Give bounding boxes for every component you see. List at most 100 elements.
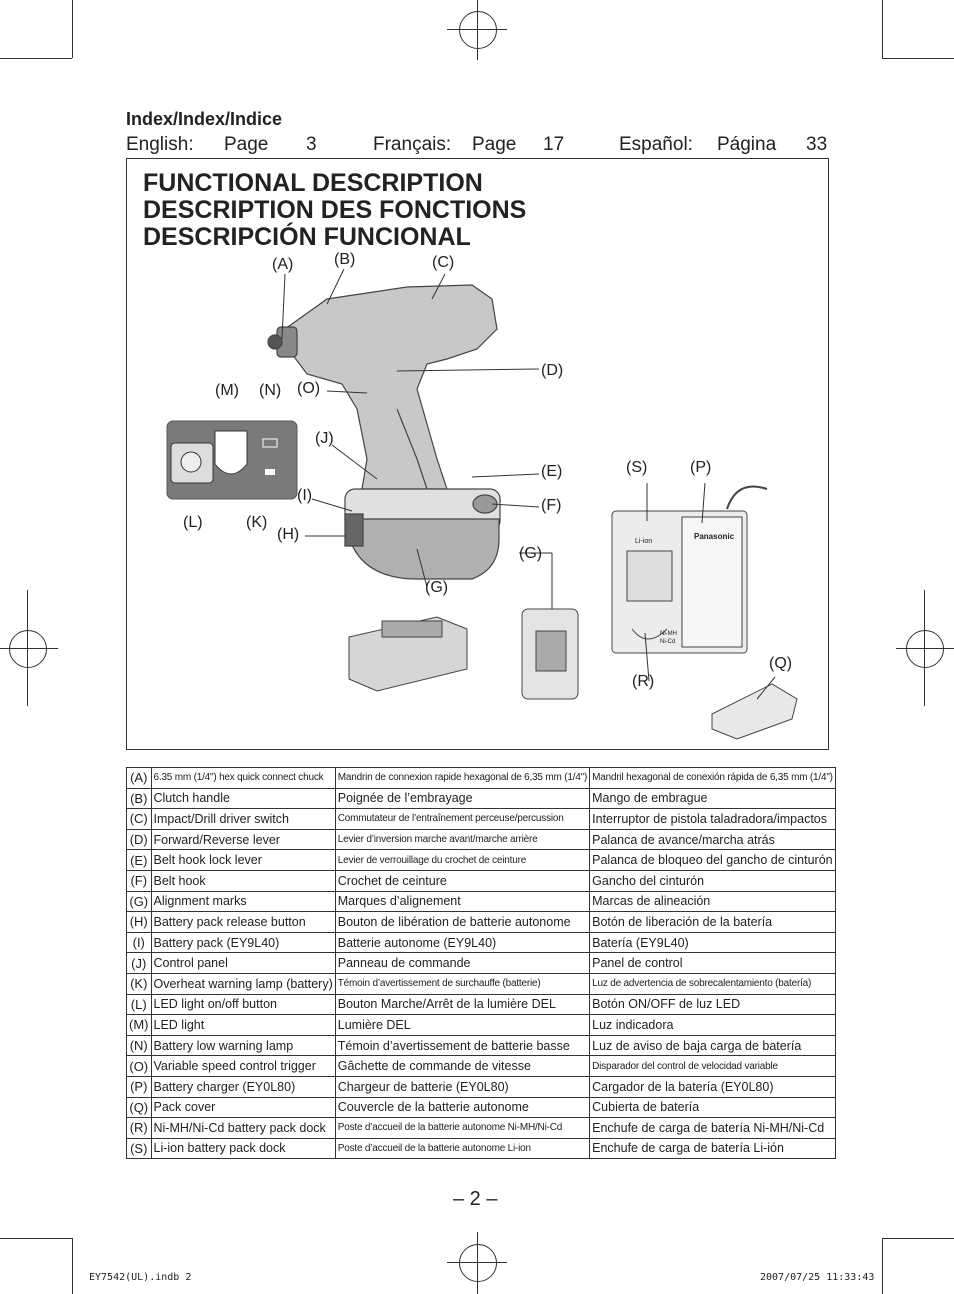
parts-table: (A)6.35 mm (1/4") hex quick connect chuc… <box>126 767 836 1160</box>
part-french-cell: Levier de verrouillage du crochet de cei… <box>334 849 591 871</box>
part-french-cell: Lumière DEL <box>334 1014 591 1036</box>
part-english-cell: Overheat warning lamp (battery) <box>150 972 336 995</box>
battery-charger-drawing <box>611 485 768 654</box>
functional-description-figure: Panasonic Li-ion Ni-MH Ni-Cd <box>126 158 829 750</box>
leader-lines <box>281 268 776 700</box>
crop-mark <box>882 1238 883 1294</box>
part-english-cell: Battery pack (EY9L40) <box>150 931 336 954</box>
part-spanish-cell: Mandril hexagonal de conexión rápida de … <box>589 767 836 789</box>
impact-driver-drawing <box>267 284 501 580</box>
part-key-cell: (G) <box>126 890 152 913</box>
registration-mark <box>459 11 497 49</box>
part-english-cell: Impact/Drill driver switch <box>150 808 336 830</box>
registration-mark <box>896 648 954 649</box>
crop-mark <box>72 0 73 58</box>
part-spanish-cell: Mango de embrague <box>589 787 836 810</box>
part-key-cell: (B) <box>126 787 152 810</box>
part-spanish-cell: Panel de control <box>589 952 836 974</box>
index-french-page[interactable]: 17 <box>543 134 565 155</box>
registration-mark <box>477 1232 478 1294</box>
index-english-label: English: <box>126 134 194 155</box>
part-spanish-cell: Luz de aviso de baja carga de batería <box>589 1034 836 1057</box>
part-french-cell: Commutateur de l’entraînement perceuse/p… <box>334 808 591 830</box>
part-english-cell: Battery charger (EY0L80) <box>150 1075 336 1098</box>
part-french-cell: Crochet de ceinture <box>334 869 591 892</box>
part-english-cell: Forward/Reverse lever <box>150 828 336 851</box>
part-key-cell: (A) <box>126 767 152 789</box>
crop-mark <box>0 58 72 59</box>
table-row: (P)Battery charger (EY0L80)Chargeur de b… <box>126 1075 836 1098</box>
footer-file-name: EY7542(UL).indb 2 <box>89 1272 192 1283</box>
callout-r: (R) <box>632 673 655 690</box>
figure-title-spanish: DESCRIPCIÓN FUNCIONAL <box>143 223 471 251</box>
charger-nimh-label: Ni-MH <box>660 631 677 637</box>
registration-mark <box>477 0 478 60</box>
part-english-cell: LED light on/off button <box>150 993 336 1016</box>
part-french-cell: Chargeur de batterie (EY0L80) <box>334 1075 591 1098</box>
part-spanish-cell: Cubierta de batería <box>589 1096 836 1119</box>
registration-mark <box>924 590 925 706</box>
callout-f: (F) <box>541 497 562 514</box>
charger-li-ion-label: Li-ion <box>635 538 652 545</box>
callout-j: (J) <box>315 430 334 447</box>
part-key-cell: (H) <box>126 911 152 933</box>
index-french-page-word: Page <box>472 134 517 155</box>
charger-nicd-label: Ni-Cd <box>660 639 675 645</box>
part-key-cell: (R) <box>126 1117 152 1139</box>
callout-k: (K) <box>246 514 268 531</box>
part-english-cell: Battery low warning lamp <box>150 1034 336 1057</box>
part-english-cell: Clutch handle <box>150 787 336 810</box>
callout-s: (S) <box>626 459 648 476</box>
callout-g-charger: (G) <box>519 545 543 562</box>
control-panel-drawing <box>166 420 298 500</box>
part-french-cell: Témoin d’avertissement de surchauffe (ba… <box>334 972 591 995</box>
part-key-cell: (E) <box>126 849 152 871</box>
registration-mark <box>0 648 58 649</box>
part-spanish-cell: Enchufe de carga de batería Li-ión <box>589 1137 836 1160</box>
index-heading: Index/Index/Indice <box>126 109 283 129</box>
registration-mark <box>9 630 47 668</box>
callout-c: (C) <box>432 254 455 271</box>
charger-brand-label: Panasonic <box>694 532 735 541</box>
part-english-cell: Pack cover <box>150 1096 336 1119</box>
index-spanish-page[interactable]: 33 <box>806 134 828 155</box>
part-spanish-cell: Cargador de la batería (EY0L80) <box>589 1075 836 1098</box>
battery-pack-drawing <box>348 616 468 692</box>
callout-g-battery: (G) <box>425 579 449 596</box>
part-english-cell: Control panel <box>150 952 336 974</box>
part-spanish-cell: Disparador del control de velocidad vari… <box>589 1055 836 1077</box>
part-spanish-cell: Luz indicadora <box>589 1014 836 1036</box>
part-french-cell: Poste d’accueil de la batterie autonome … <box>334 1117 591 1139</box>
registration-mark <box>459 1244 497 1282</box>
callout-p: (P) <box>690 459 712 476</box>
part-key-cell: (I) <box>126 931 152 954</box>
part-spanish-cell: Botón de liberación de la batería <box>589 911 836 933</box>
part-key-cell: (L) <box>126 993 152 1016</box>
part-spanish-cell: Palanca de avance/marcha atrás <box>589 828 836 851</box>
callout-d: (D) <box>541 362 564 379</box>
part-spanish-cell: Botón ON/OFF de luz LED <box>589 993 836 1016</box>
part-english-cell: Belt hook lock lever <box>150 849 336 871</box>
callout-l: (L) <box>183 514 203 531</box>
part-english-cell: LED light <box>150 1014 336 1036</box>
part-spanish-cell: Enchufe de carga de batería Ni-MH/Ni-Cd <box>589 1117 836 1139</box>
part-english-cell: Belt hook <box>150 869 336 892</box>
part-french-cell: Mandrin de connexion rapide hexagonal de… <box>334 767 591 789</box>
part-french-cell: Bouton de libération de batterie autonom… <box>334 911 591 933</box>
crop-mark <box>72 1238 73 1294</box>
index-english-page[interactable]: 3 <box>306 134 317 155</box>
part-spanish-cell: Batería (EY9L40) <box>589 931 836 954</box>
part-french-cell: Batterie autonome (EY9L40) <box>334 931 591 954</box>
callout-n: (N) <box>259 382 282 399</box>
page-number: – 2 – <box>453 1188 498 1210</box>
